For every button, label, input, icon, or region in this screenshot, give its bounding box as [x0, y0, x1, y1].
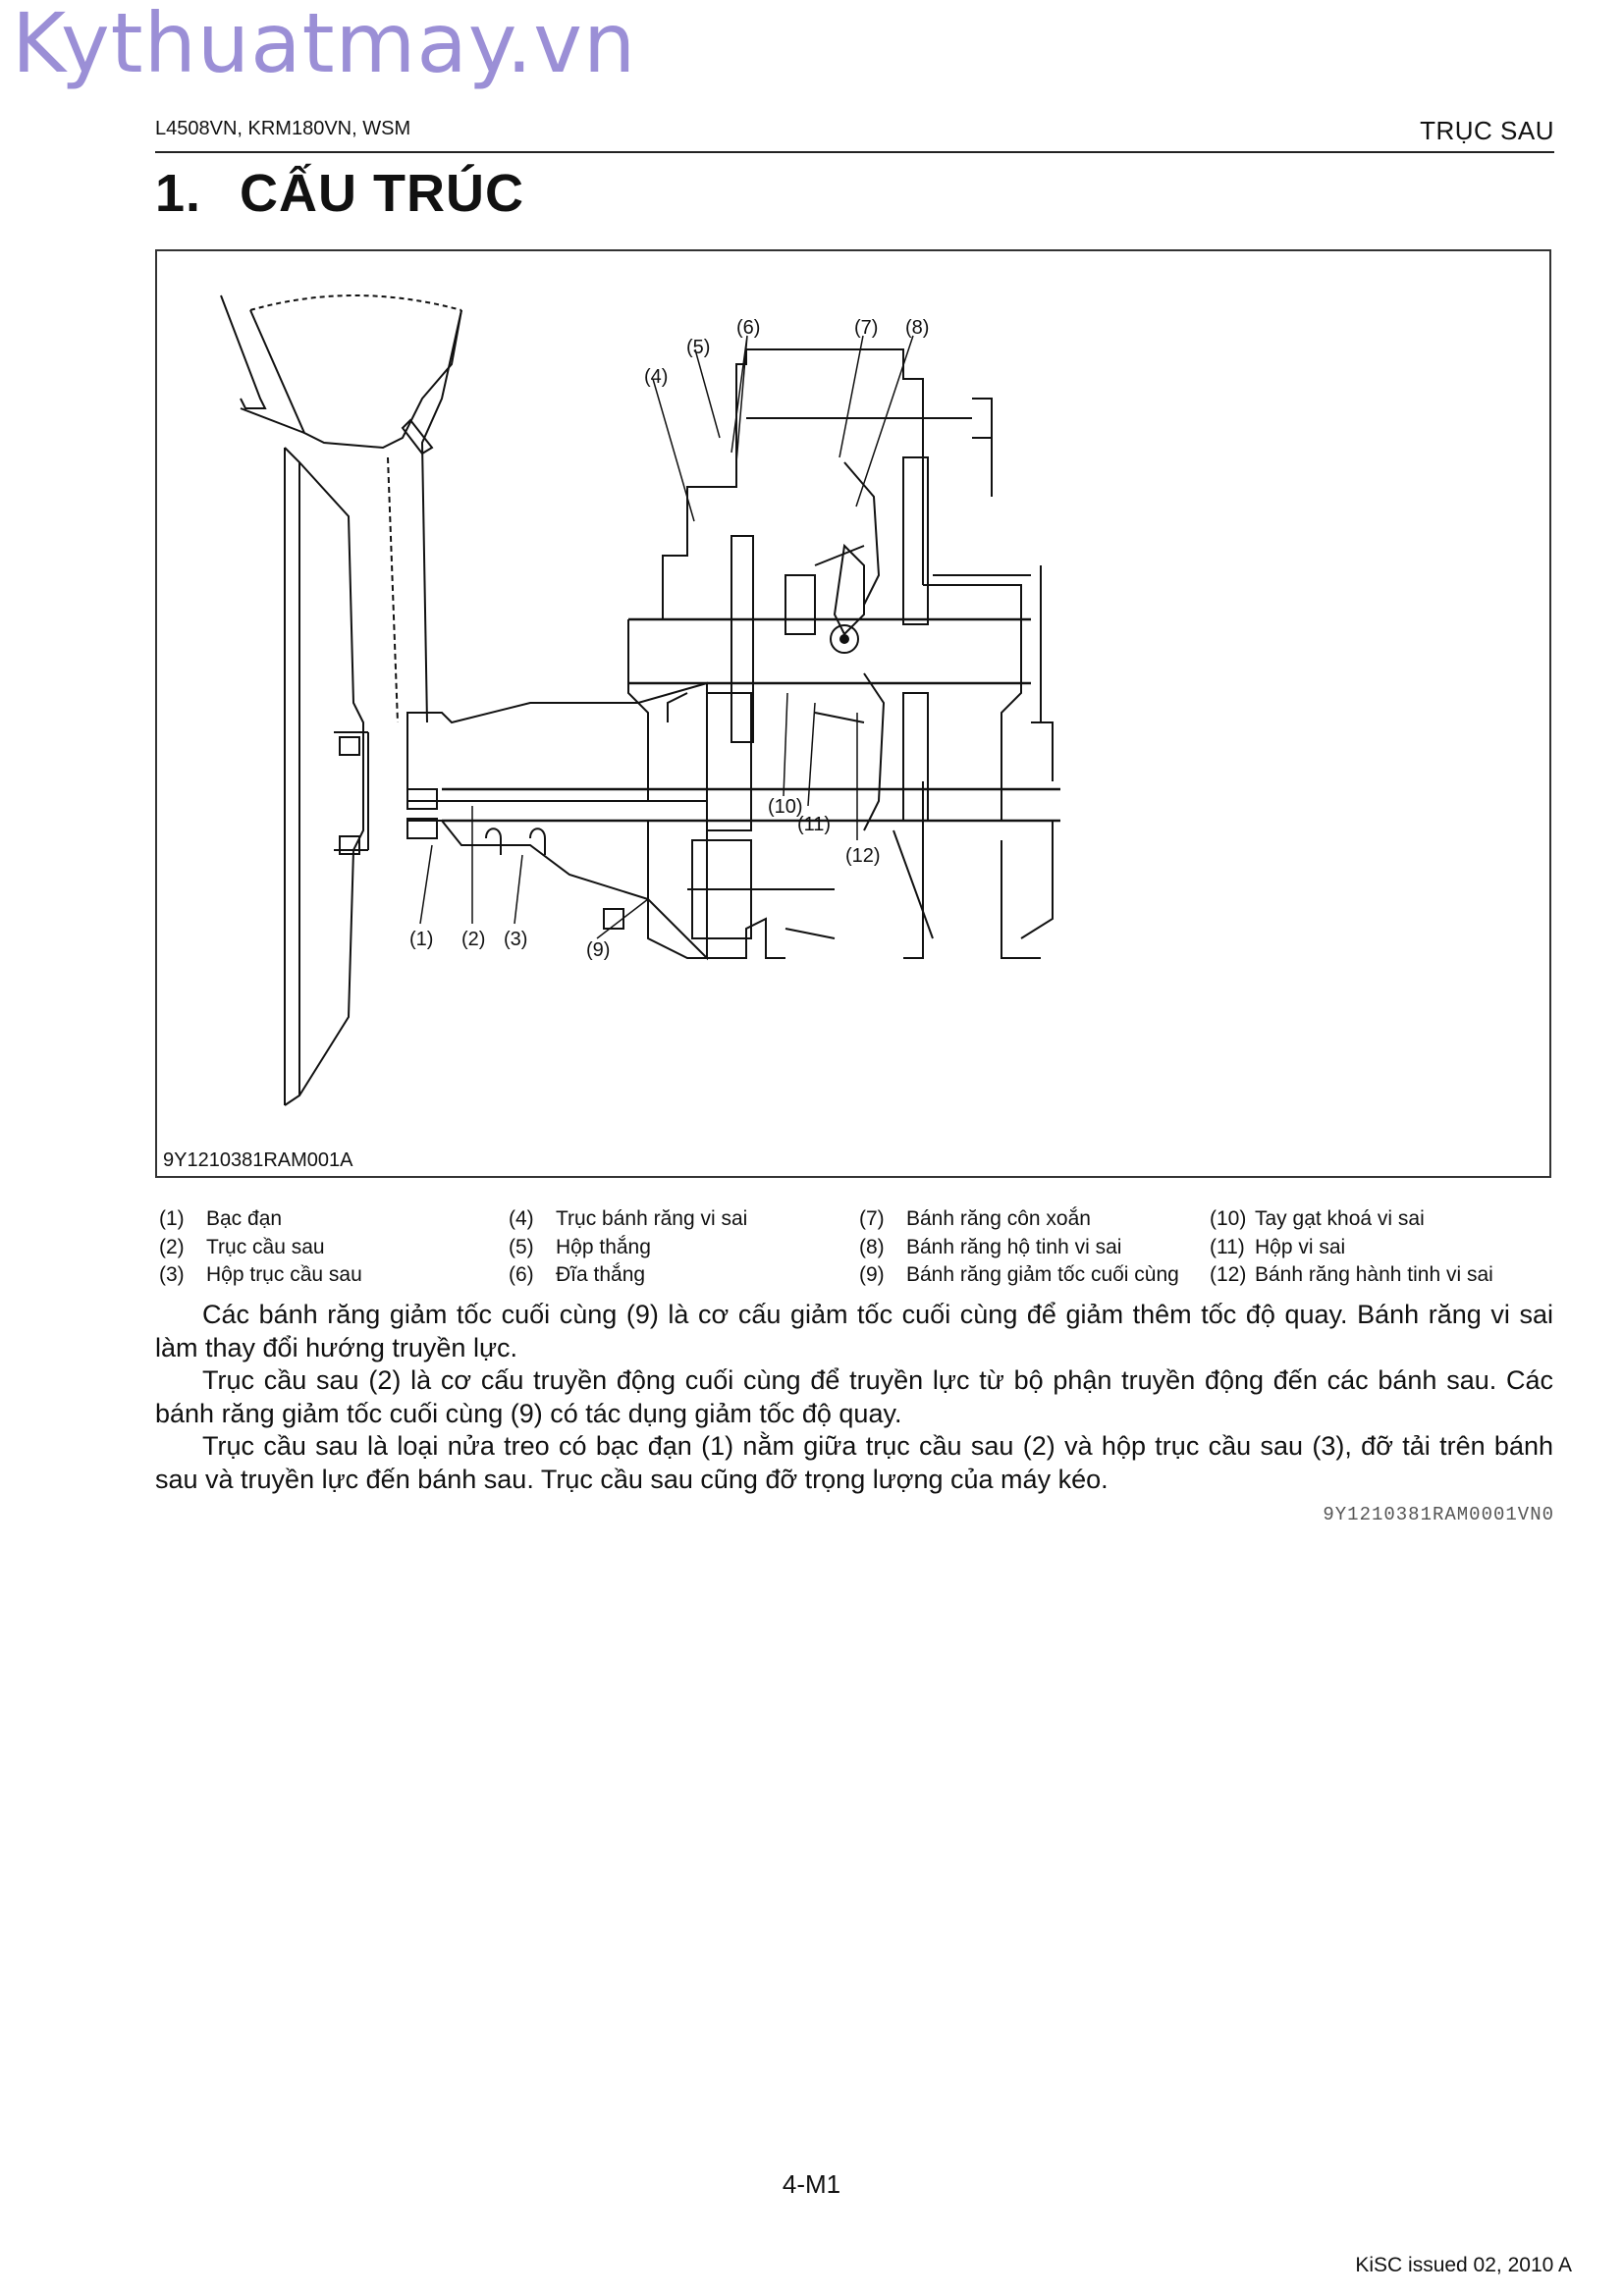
page-title: 1. CẤU TRÚC — [155, 163, 524, 224]
legend-number: (4) — [509, 1207, 534, 1230]
callout-7: (7) — [854, 317, 878, 339]
legend-column-1: (1) Bạc đạn (2) Trục cầu sau (3) Hộp trục c… — [159, 1207, 362, 1292]
legend-number: (3) — [159, 1263, 185, 1286]
callout-10: (10) — [768, 796, 803, 818]
legend-label: Hộp trục cầu sau — [206, 1263, 362, 1286]
legend-item: (7) Bánh răng côn xoắn — [859, 1207, 1179, 1236]
legend-item: (4) Trục bánh răng vi sai — [509, 1207, 747, 1236]
legend-item: (1) Bạc đạn — [159, 1207, 362, 1236]
legend-number: (8) — [859, 1235, 885, 1258]
callout-6: (6) — [736, 317, 760, 339]
leader-10 — [783, 692, 788, 797]
header-models: L4508VN, KRM180VN, WSM — [155, 118, 411, 139]
leader-7 — [839, 335, 864, 458]
legend-number: (11) — [1210, 1235, 1245, 1258]
legend-label: Bánh răng giảm tốc cuối cùng — [906, 1263, 1179, 1286]
callout-3: (3) — [504, 929, 527, 950]
callout-12: (12) — [845, 845, 881, 867]
callout-4: (4) — [644, 366, 668, 388]
legend-number: (7) — [859, 1207, 885, 1230]
legend-item: (11) Hộp vi sai — [1210, 1236, 1493, 1264]
legend-number: (9) — [859, 1263, 885, 1286]
legend-column-4: (10) Tay gạt khoá vi sai (11) Hộp vi sai (… — [1210, 1207, 1493, 1292]
leader-3 — [514, 854, 523, 925]
leader-9 — [596, 898, 649, 939]
legend-item: (9) Bánh răng giảm tốc cuối cùng — [859, 1263, 1179, 1292]
legend-label: Bánh răng côn xoắn — [906, 1207, 1091, 1230]
legend-number: (6) — [509, 1263, 534, 1286]
legend-label: Bánh răng hộ tinh vi sai — [906, 1235, 1122, 1258]
header-rule — [155, 151, 1554, 153]
leader-4 — [652, 378, 695, 522]
leader-5 — [694, 348, 721, 439]
legend-column-2: (4) Trục bánh răng vi sai (5) Hộp thắng (6… — [509, 1207, 747, 1292]
legend-label: Bạc đạn — [206, 1207, 283, 1230]
legend-label: Đĩa thắng — [556, 1263, 646, 1286]
legend-number: (10) — [1210, 1207, 1247, 1230]
legend-column-3: (7) Bánh răng côn xoắn (8) Bánh răng hộ ti… — [859, 1207, 1179, 1292]
legend-label: Trục bánh răng vi sai — [556, 1207, 748, 1230]
callout-1: (1) — [409, 929, 433, 950]
leader-8 — [855, 335, 914, 507]
document-code: 9Y1210381RAM0001VN0 — [1323, 1504, 1554, 1525]
watermark-logo: Kythuatmay.vn — [12, 0, 637, 91]
legend-number: (1) — [159, 1207, 185, 1230]
header-section: TRỤC SAU — [1420, 116, 1554, 145]
callout-11: (11) — [797, 814, 831, 835]
callout-5: (5) — [686, 337, 710, 358]
callout-layer — [419, 335, 914, 939]
legend-label: Hộp thắng — [556, 1235, 651, 1258]
legend-label: Tay gạt khoá vi sai — [1255, 1207, 1425, 1230]
legend-label: Bánh răng hành tinh vi sai — [1255, 1263, 1493, 1286]
legend-item: (12) Bánh răng hành tinh vi sai — [1210, 1263, 1493, 1292]
title-text: CẤU TRÚC — [240, 164, 524, 223]
footer-issue: KiSC issued 02, 2010 A — [1355, 2254, 1572, 2276]
leader-1 — [419, 844, 433, 925]
paragraph: Các bánh răng giảm tốc cuối cùng (9) là … — [155, 1300, 1553, 1362]
paragraph: Trục cầu sau (2) là cơ cấu truyền động c… — [155, 1365, 1553, 1428]
callout-labels: (4) (5) (6) (7) (8) (9) (10) (11) (12) (… — [409, 317, 929, 961]
legend-label: Hộp vi sai — [1255, 1235, 1346, 1258]
legend-item: (10) Tay gạt khoá vi sai — [1210, 1207, 1493, 1236]
legend-item: (8) Bánh răng hộ tinh vi sai — [859, 1236, 1179, 1264]
callout-2: (2) — [461, 929, 485, 950]
legend-item: (5) Hộp thắng — [509, 1236, 747, 1264]
legend-item: (2) Trục cầu sau — [159, 1236, 362, 1264]
legend-item: (6) Đĩa thắng — [509, 1263, 747, 1292]
legend-number: (5) — [509, 1235, 534, 1258]
description-text: Các bánh răng giảm tốc cuối cùng (9) là … — [155, 1299, 1553, 1496]
callout-9: (9) — [586, 939, 610, 961]
leader-11 — [807, 702, 816, 807]
legend-label: Trục cầu sau — [206, 1235, 325, 1258]
title-number: 1. — [155, 164, 202, 223]
rear-axle-drawing — [220, 294, 1060, 1106]
callout-8: (8) — [905, 317, 929, 339]
paragraph: Trục cầu sau là loại nửa treo có bạc đạn… — [155, 1431, 1553, 1494]
leader-6 — [730, 335, 748, 463]
legend-item: (3) Hộp trục cầu sau — [159, 1263, 362, 1292]
structure-figure: (4) (5) (6) (7) (8) (9) (10) (11) (12) (… — [155, 249, 1551, 1178]
legend-number: (2) — [159, 1235, 185, 1258]
figure-code: 9Y1210381RAM001A — [163, 1149, 353, 1171]
page-number: 4-M1 — [782, 2169, 841, 2199]
legend-number: (12) — [1210, 1263, 1247, 1286]
